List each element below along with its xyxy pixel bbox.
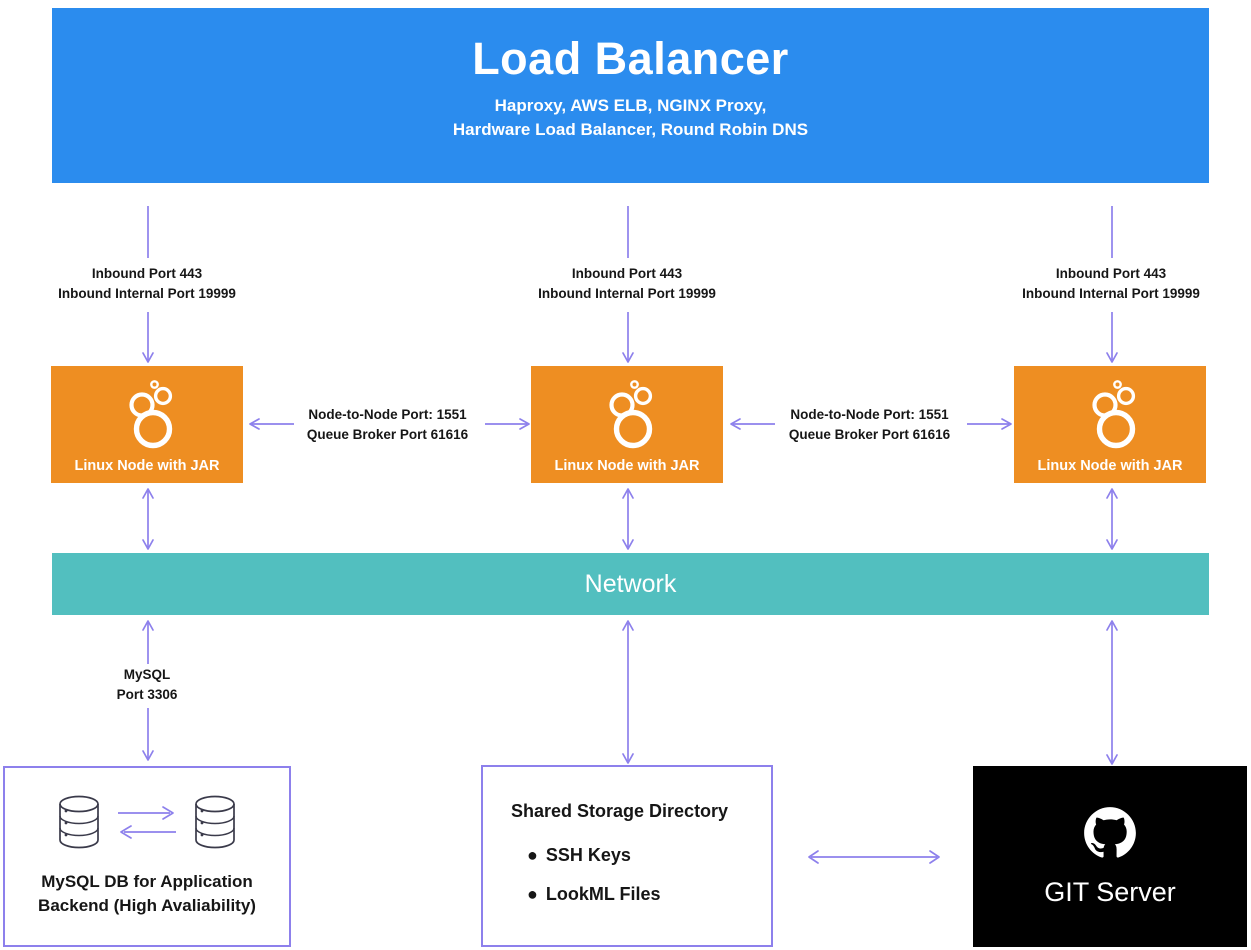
linux-cluster-icon <box>1083 375 1137 456</box>
connector-node-3-to-network <box>1106 488 1118 550</box>
connector-lb-to-node-2-upper <box>627 206 629 258</box>
network-label: Network <box>584 569 677 598</box>
inbound-note-1: Inbound Port 443 Inbound Internal Port 1… <box>17 264 277 303</box>
database-cylinder-icon <box>56 794 102 855</box>
node-link-2-line1: Node-to-Node Port: 1551 <box>790 407 949 422</box>
load-balancer-banner: Load Balancer Haproxy, AWS ELB, NGINX Pr… <box>52 8 1209 183</box>
mysql-replication-row <box>5 794 289 855</box>
load-balancer-subtitle-line2: Hardware Load Balancer, Round Robin DNS <box>452 120 809 140</box>
replication-arrows-icon <box>116 800 178 849</box>
node-link-2-label: Node-to-Node Port: 1551 Queue Broker Por… <box>771 405 968 444</box>
node-link-2-arrow-right <box>967 418 1012 430</box>
mysql-db-caption-line2: Backend (High Avaliability) <box>38 895 256 915</box>
linux-node-2-label: Linux Node with JAR <box>554 458 700 474</box>
linux-node-2[interactable]: Linux Node with JAR <box>531 366 723 483</box>
connector-lb-to-node-3-lower <box>1106 312 1118 363</box>
linux-node-1-label: Linux Node with JAR <box>74 458 220 474</box>
load-balancer-title: Load Balancer <box>472 33 789 84</box>
inbound-note-2: Inbound Port 443 Inbound Internal Port 1… <box>497 264 757 303</box>
inbound-note-3-line2: Inbound Internal Port 19999 <box>1022 285 1200 301</box>
node-link-1-label: Node-to-Node Port: 1551 Queue Broker Por… <box>289 405 486 444</box>
list-item: ● SSH Keys <box>527 845 661 866</box>
linux-node-1[interactable]: Linux Node with JAR <box>51 366 243 483</box>
bullet-icon: ● <box>527 884 538 904</box>
git-server-box[interactable]: GIT Server <box>973 766 1247 947</box>
shared-storage-item-0: SSH Keys <box>545 845 631 865</box>
inbound-note-3: Inbound Port 443 Inbound Internal Port 1… <box>981 264 1241 303</box>
linux-node-3-label: Linux Node with JAR <box>1037 458 1183 474</box>
mysql-db-box: MySQL DB for Application Backend (High A… <box>3 766 291 947</box>
mysql-db-caption: MySQL DB for Application Backend (High A… <box>5 870 289 918</box>
mysql-link-label: MySQL Port 3306 <box>47 665 247 704</box>
list-item: ● LookML Files <box>527 884 661 905</box>
github-octocat-icon <box>1083 806 1137 865</box>
mysql-link-line1: MySQL <box>123 667 171 682</box>
connector-lb-to-node-2-lower <box>622 312 634 363</box>
connector-lb-to-node-3-upper <box>1111 206 1113 258</box>
shared-storage-title: Shared Storage Directory <box>511 801 729 821</box>
inbound-note-1-line2: Inbound Internal Port 19999 <box>58 285 236 301</box>
connector-network-to-mysql-lower <box>142 708 154 761</box>
shared-storage-item-1: LookML Files <box>545 884 661 904</box>
connector-node-1-to-network <box>142 488 154 550</box>
node-link-2-line2: Queue Broker Port 61616 <box>788 426 951 442</box>
network-bar: Network <box>52 553 1209 615</box>
shared-storage-list: ● SSH Keys ● LookML Files <box>527 845 661 923</box>
inbound-note-2-line1: Inbound Port 443 <box>571 266 683 281</box>
load-balancer-subtitle: Haproxy, AWS ELB, NGINX Proxy, Hardware … <box>453 94 808 143</box>
connector-network-to-git <box>1106 620 1118 765</box>
database-cylinder-icon <box>192 794 238 855</box>
linux-cluster-icon <box>120 375 174 456</box>
node-link-1-arrow-left <box>249 418 294 430</box>
connector-storage-to-git <box>808 850 940 864</box>
mysql-link-line2: Port 3306 <box>116 686 178 702</box>
node-link-1-line1: Node-to-Node Port: 1551 <box>308 407 467 422</box>
connector-network-to-storage <box>622 620 634 764</box>
bullet-icon: ● <box>527 845 538 865</box>
linux-cluster-icon <box>600 375 654 456</box>
mysql-db-caption-line1: MySQL DB for Application <box>41 872 253 891</box>
shared-storage-box: Shared Storage Directory ● SSH Keys ● Look… <box>481 765 773 947</box>
connector-node-2-to-network <box>622 488 634 550</box>
git-server-label: GIT Server <box>1044 876 1176 907</box>
node-link-1-line2: Queue Broker Port 61616 <box>306 426 469 442</box>
load-balancer-subtitle-line1: Haproxy, AWS ELB, NGINX Proxy, <box>494 95 767 115</box>
node-link-2-arrow-left <box>730 418 775 430</box>
inbound-note-2-line2: Inbound Internal Port 19999 <box>538 285 716 301</box>
connector-lb-to-node-1-upper <box>147 206 149 258</box>
linux-node-3[interactable]: Linux Node with JAR <box>1014 366 1206 483</box>
inbound-note-3-line1: Inbound Port 443 <box>1055 266 1167 281</box>
inbound-note-1-line1: Inbound Port 443 <box>91 266 203 281</box>
connector-network-to-mysql-upper <box>142 620 154 664</box>
connector-lb-to-node-1-lower <box>142 312 154 363</box>
node-link-1-arrow-right <box>485 418 530 430</box>
